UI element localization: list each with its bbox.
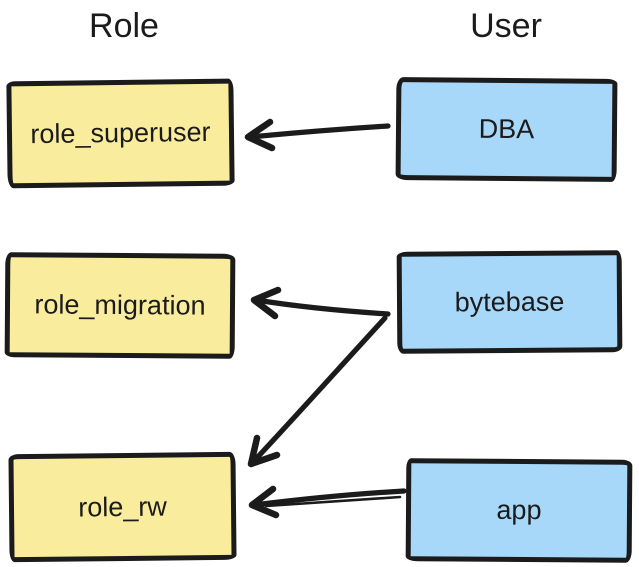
node-user-bytebase-label: bytebase: [454, 286, 565, 317]
node-role-migration-label: role_migration: [34, 289, 206, 321]
node-role-superuser: role_superuser: [6, 78, 235, 189]
column-header-user: User: [470, 7, 542, 45]
node-role-superuser-label: role_superuser: [30, 116, 211, 150]
arrow-bytebase-to-role-rw: [247, 315, 388, 468]
node-role-rw-label: role_rw: [78, 491, 167, 522]
arrow-dba-to-role-superuser: [244, 118, 391, 152]
node-user-app-label: app: [496, 494, 542, 526]
column-header-role: Role: [89, 7, 159, 45]
node-role-migration: role_migration: [4, 252, 236, 359]
arrow-app-to-role-rw: [248, 485, 407, 519]
node-user-dba-label: DBA: [478, 113, 535, 145]
node-user-dba: DBA: [395, 77, 618, 182]
node-role-rw: role_rw: [8, 451, 237, 563]
arrow-bytebase-to-role-migration: [250, 286, 391, 320]
node-user-app: app: [405, 458, 633, 563]
node-user-bytebase: bytebase: [396, 250, 623, 354]
